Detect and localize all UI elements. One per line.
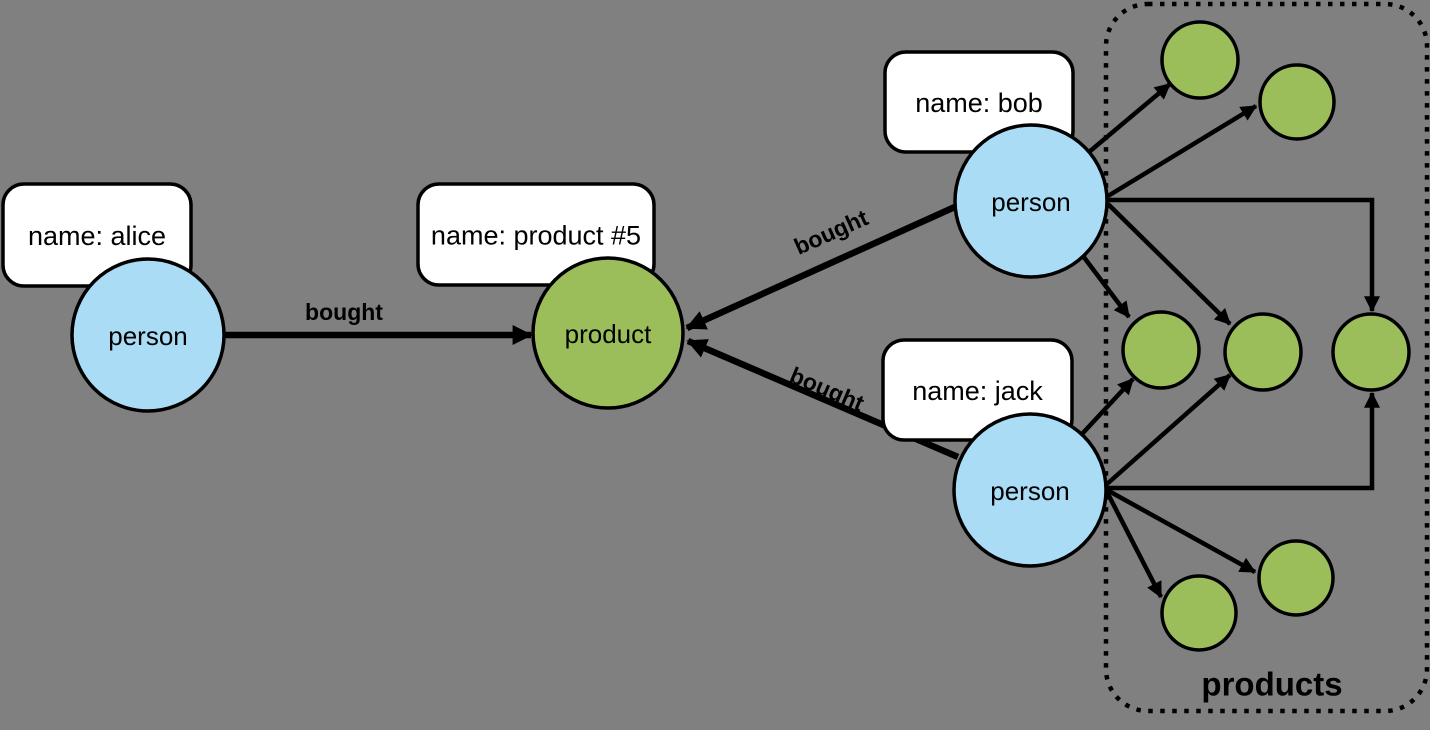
edge-bob-p2 (1106, 104, 1258, 198)
product-node-p1 (1160, 20, 1240, 100)
edge-bob-p5 (1108, 197, 1380, 313)
edge-jack-p4 (1105, 373, 1232, 486)
name-label-text-product5: name: product #5 (431, 221, 641, 251)
product-node-p7 (1257, 539, 1335, 617)
name-label-text-alice: name: alice (28, 221, 166, 251)
edge-bob-p4 (1106, 202, 1232, 326)
products-group-label: products (1201, 666, 1342, 703)
edge-jack-p7 (1105, 488, 1257, 574)
bought-edge-label-0: bought (305, 299, 383, 325)
edge-jack-p3 (1080, 377, 1135, 436)
node-label-jack: person (990, 476, 1070, 506)
edge-bob-bought-product5 (685, 203, 959, 331)
person-node-bob (953, 123, 1109, 279)
bought-edge-label-2: bought (786, 362, 868, 417)
products-group-border (1103, 1, 1430, 714)
name-label-text-jack: name: jack (912, 376, 1043, 406)
node-label-product5: product (565, 319, 652, 349)
product-node-p5 (1331, 312, 1411, 392)
product-node-p6 (1160, 574, 1238, 652)
product-node-p3 (1121, 310, 1201, 390)
product-node-product5 (531, 256, 685, 410)
product-node-p2 (1258, 63, 1336, 141)
product-node-p4 (1223, 312, 1303, 392)
node-label-bob: person (991, 187, 1071, 217)
person-node-jack (952, 412, 1108, 568)
name-label-text-bob: name: bob (915, 88, 1043, 118)
edge-bob-p3 (1081, 254, 1131, 319)
edge-jack-p6 (1104, 490, 1164, 599)
person-node-alice (70, 257, 226, 413)
node-label-alice: person (108, 321, 188, 351)
edge-bob-p1 (1087, 82, 1172, 154)
edge-jack-p5 (1107, 391, 1380, 491)
